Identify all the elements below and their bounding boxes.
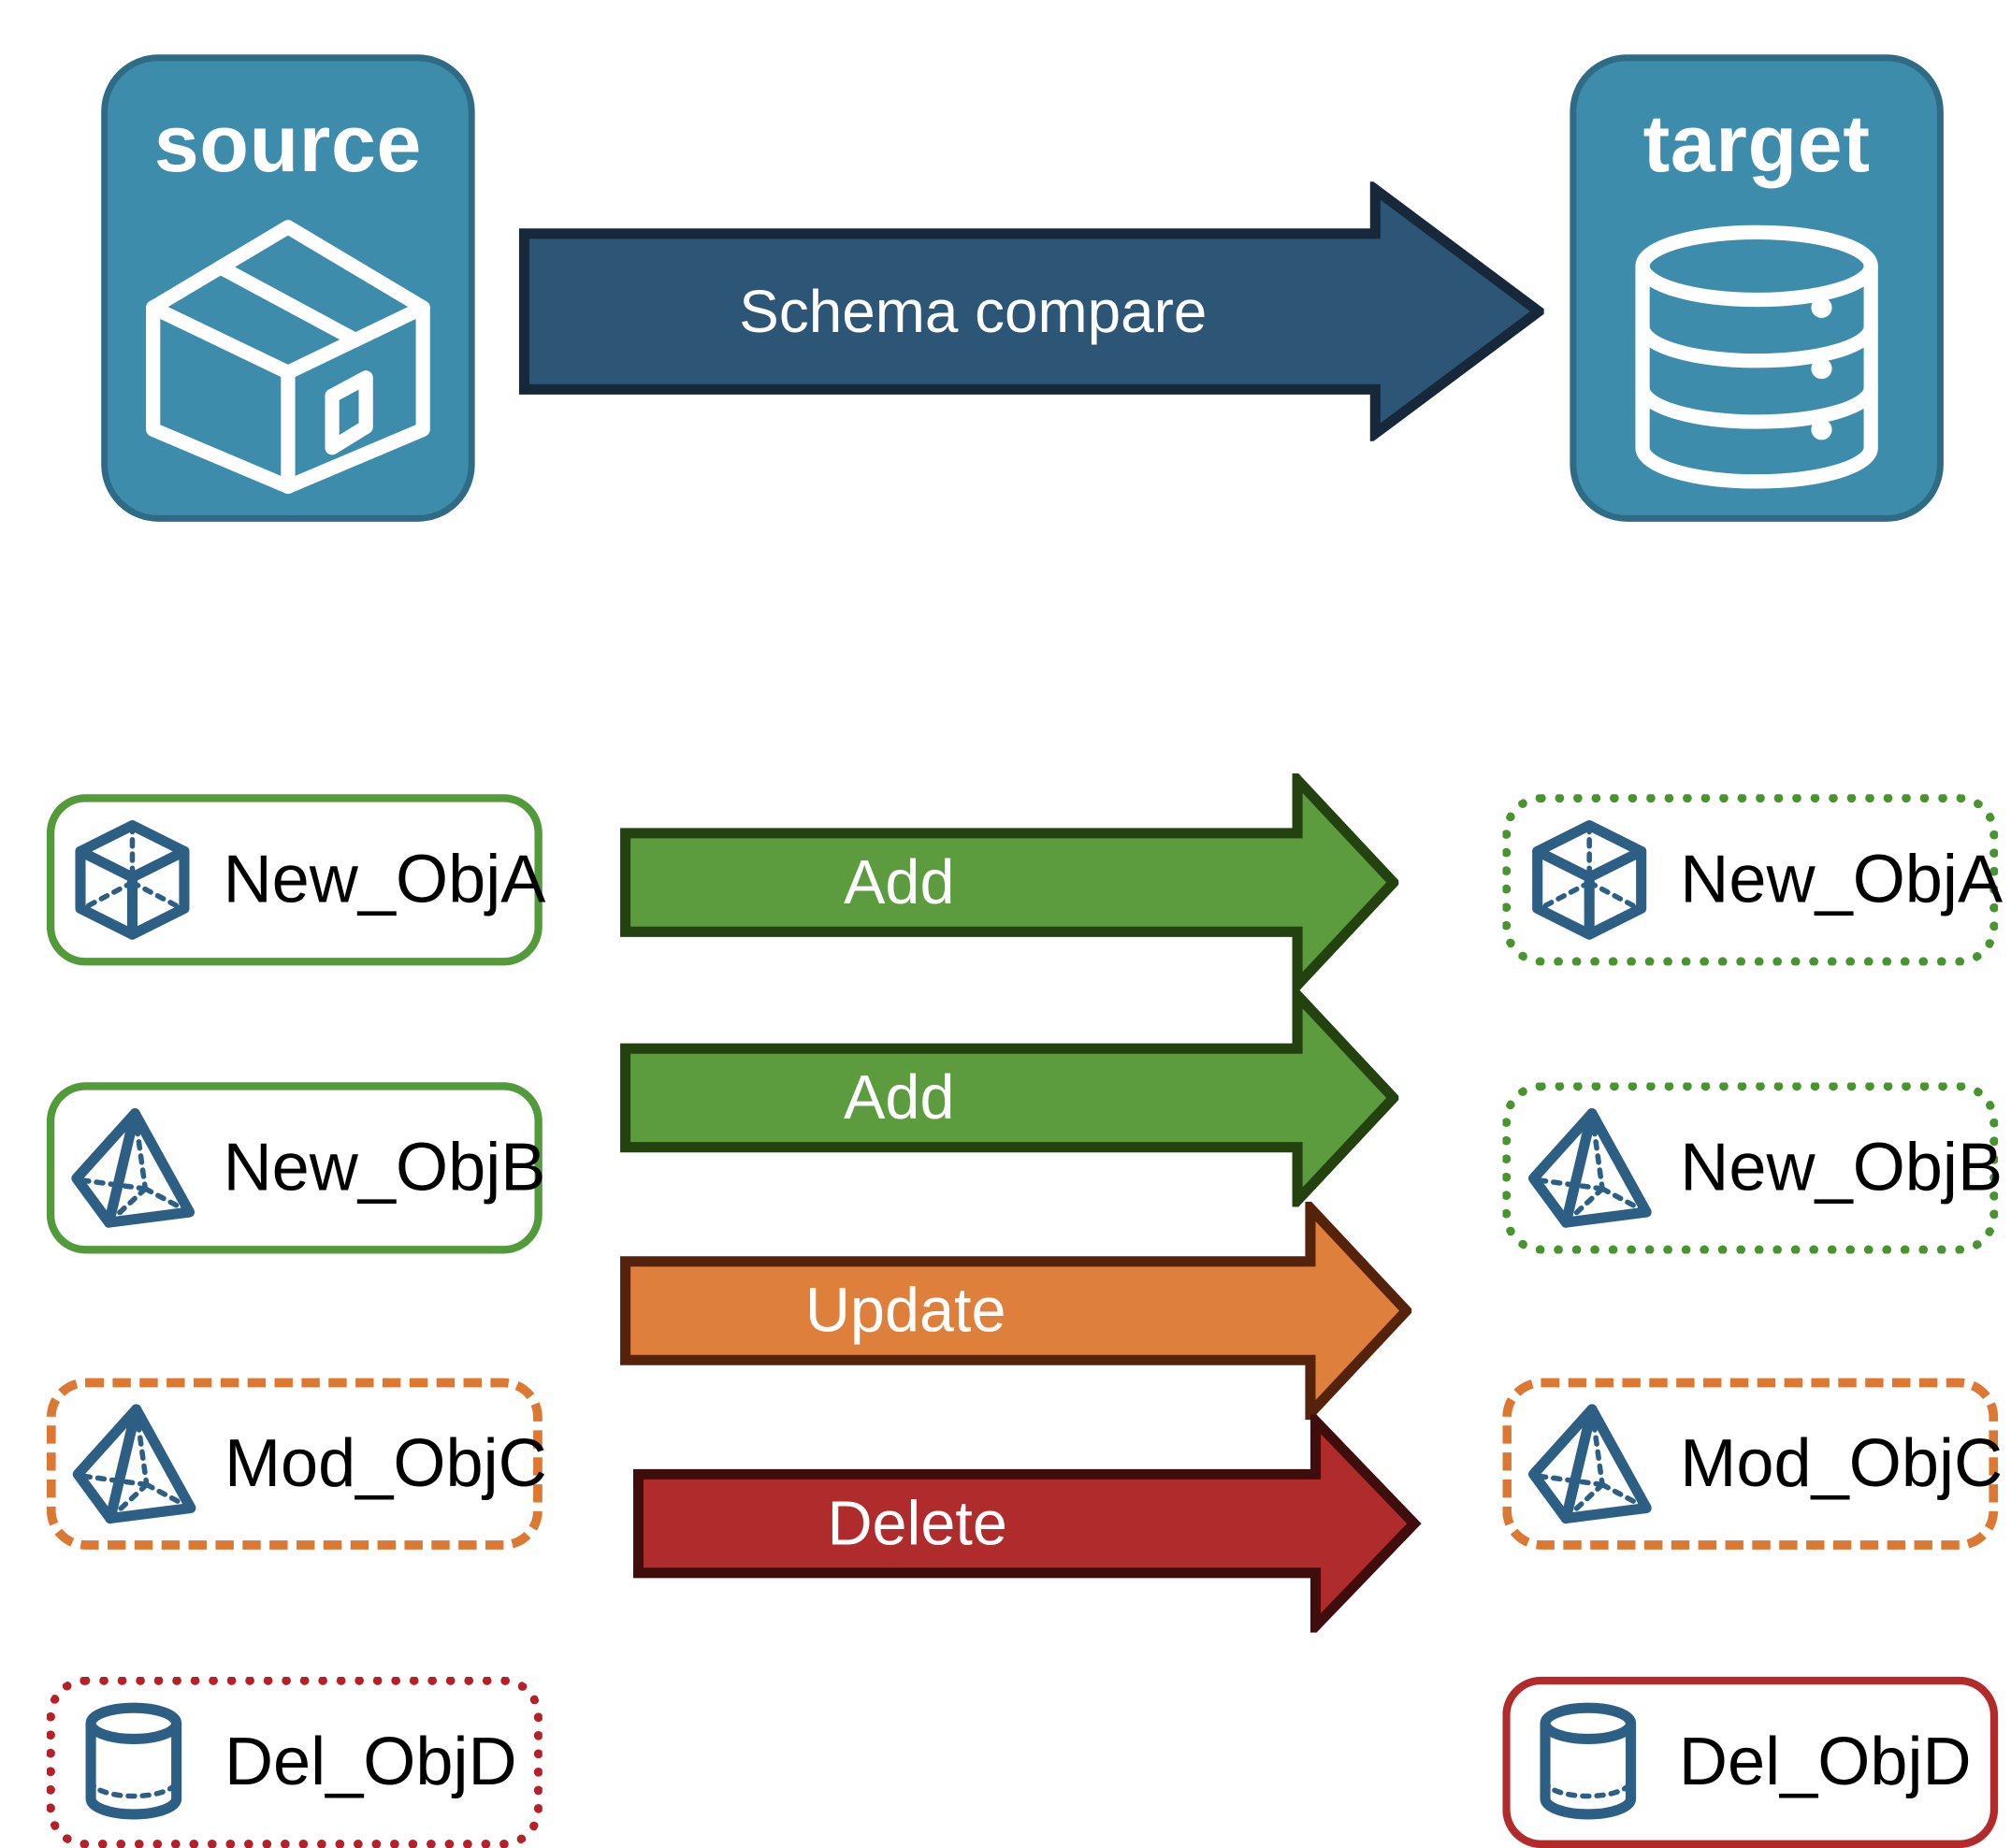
wireframe-pyramid-icon xyxy=(54,1105,210,1230)
target-object-label-row-0: New_ObjA xyxy=(1680,842,2004,918)
schema-compare-arrow[interactable]: Schema compare xyxy=(518,179,1548,444)
package-box-icon xyxy=(137,211,439,506)
source-object-card-row-2[interactable]: Mod_ObjC xyxy=(46,1378,547,1550)
action-arrow-shape-row-0 xyxy=(620,766,1401,999)
source-endpoint-card[interactable]: source xyxy=(101,54,475,522)
source-object-label-row-0: New_ObjA xyxy=(223,842,546,918)
target-object-card-row-2[interactable]: Mod_ObjC xyxy=(1502,1378,2003,1550)
action-arrow-row-2[interactable]: Update xyxy=(620,1194,1414,1427)
wireframe-cube-icon xyxy=(54,817,210,942)
target-endpoint-card[interactable]: target xyxy=(1570,54,1944,522)
source-endpoint-title: source xyxy=(153,99,423,190)
target-endpoint-title: target xyxy=(1642,99,1871,190)
action-arrow-row-0[interactable]: Add xyxy=(620,766,1401,999)
action-arrow-shape-row-2 xyxy=(620,1194,1414,1427)
target-object-label-row-3: Del_ObjD xyxy=(1678,1725,1972,1800)
wireframe-pyramid-icon xyxy=(1512,1402,1667,1526)
source-object-card-row-1[interactable]: New_ObjB xyxy=(46,1082,546,1254)
schema-compare-arrow-shape xyxy=(518,179,1548,444)
action-arrow-row-1[interactable]: Add xyxy=(620,982,1401,1214)
wireframe-cube-icon xyxy=(1512,817,1667,942)
wireframe-cylinder-icon xyxy=(56,1700,211,1825)
action-arrow-shape-row-1 xyxy=(620,982,1401,1214)
wireframe-pyramid-icon xyxy=(56,1402,211,1526)
diagram-canvas: source Schema compare target xyxy=(46,54,2003,1848)
source-object-label-row-1: New_ObjB xyxy=(223,1130,546,1206)
source-object-label-row-2: Mod_ObjC xyxy=(224,1426,547,1502)
database-cylinder-icon xyxy=(1627,220,1886,501)
wireframe-pyramid-icon xyxy=(1512,1105,1667,1230)
action-arrow-shape-row-3 xyxy=(632,1408,1422,1639)
source-object-card-row-3[interactable]: Del_ObjD xyxy=(46,1676,543,1848)
target-object-card-row-0[interactable]: New_ObjA xyxy=(1502,794,2003,966)
target-object-label-row-1: New_ObjB xyxy=(1680,1130,2004,1206)
action-arrow-row-3[interactable]: Delete xyxy=(632,1408,1422,1639)
wireframe-cylinder-icon xyxy=(1511,1700,1666,1825)
target-object-card-row-1[interactable]: New_ObjB xyxy=(1502,1082,2003,1254)
source-object-label-row-3: Del_ObjD xyxy=(224,1725,517,1800)
target-object-label-row-2: Mod_ObjC xyxy=(1680,1426,2004,1502)
target-object-card-row-3[interactable]: Del_ObjD xyxy=(1502,1676,1999,1848)
source-object-card-row-0[interactable]: New_ObjA xyxy=(46,794,546,966)
